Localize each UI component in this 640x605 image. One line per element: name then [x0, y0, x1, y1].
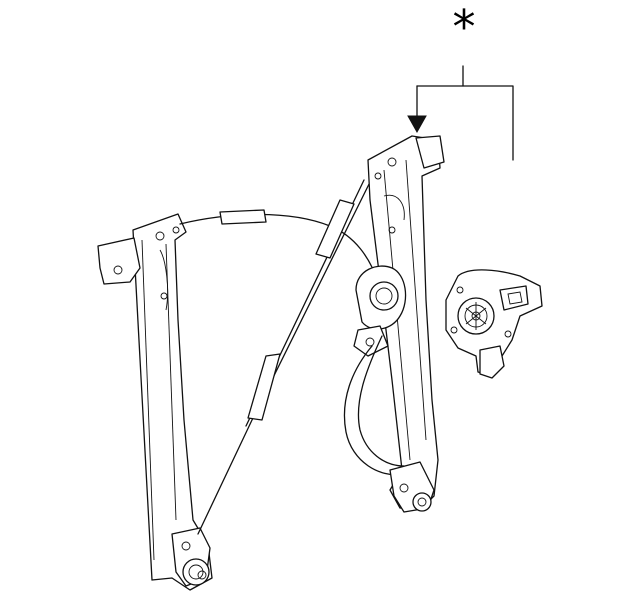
regulator-motor — [445, 269, 543, 379]
right-guide-rail — [343, 135, 445, 513]
left-guide-rail — [97, 213, 213, 591]
callout-bracket — [407, 65, 514, 161]
callout-asterisk: * — [452, 0, 476, 54]
regulator-cables — [179, 169, 379, 535]
